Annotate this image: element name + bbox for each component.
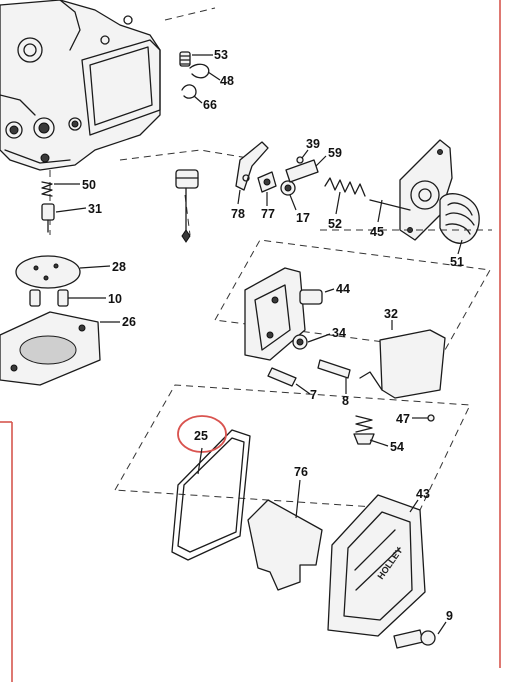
part-50-spring: [41, 181, 53, 197]
callout-50: 50: [82, 178, 96, 192]
guide-line-top-1: [119, 149, 261, 161]
callout-45: 45: [370, 225, 384, 239]
part-10-screw-right: [57, 289, 69, 307]
part-25-gasket: [171, 429, 251, 561]
part-39-pin: [296, 156, 304, 164]
part-48-clip: [189, 63, 210, 79]
part-53-screw: [179, 51, 191, 67]
callout-44: 44: [336, 282, 350, 296]
callout-54: 54: [390, 440, 404, 454]
part-31-valve: [41, 203, 55, 233]
part-17-screw: [280, 180, 296, 196]
callout-17: 17: [296, 211, 310, 225]
part-77-cam: [257, 171, 277, 193]
callout-53: 53: [214, 48, 228, 62]
callout-10: 10: [108, 292, 122, 306]
callout-66: 66: [203, 98, 217, 112]
part-66-clip: [181, 84, 197, 99]
callout-31: 31: [88, 202, 102, 216]
callout-26: 26: [122, 315, 136, 329]
part-28-diaphragm: [15, 255, 81, 289]
callout-77: 77: [261, 207, 275, 221]
guide-box-middle: [214, 239, 491, 351]
part-25-highlight-circle: [177, 415, 227, 453]
callout-39: 39: [306, 137, 320, 151]
part-51-boot: [439, 193, 480, 244]
callout-52: 52: [328, 217, 342, 231]
callout-76: 76: [294, 465, 308, 479]
part-78-lever: [235, 141, 269, 191]
callout-32: 32: [384, 307, 398, 321]
callout-labels: 53 48 66 39 59 78 77 17 52 45 51 50 31 2…: [82, 48, 464, 623]
part-26-gasket: [0, 311, 101, 386]
fuel-fitting: [175, 169, 199, 243]
part-32-float: [359, 329, 446, 399]
callout-78: 78: [231, 207, 245, 221]
part-47-ball: [427, 414, 435, 422]
leader-lines: [54, 54, 463, 635]
callout-28: 28: [112, 260, 126, 274]
part-44-fuel-bowl: [244, 267, 323, 361]
part-7-screw: [267, 367, 297, 387]
part-34-screw: [292, 334, 308, 350]
callout-47: 47: [396, 412, 410, 426]
part-8-needle: [317, 359, 351, 379]
part-54-spring: [353, 415, 375, 445]
part-52-spring: [324, 177, 366, 197]
part-76-baffle: [247, 499, 323, 591]
callout-59: 59: [328, 146, 342, 160]
part-59-sleeve: [285, 159, 319, 183]
callout-7: 7: [310, 388, 317, 402]
callout-51: 51: [450, 255, 464, 269]
callout-34: 34: [332, 326, 346, 340]
callout-43: 43: [416, 487, 430, 501]
callout-8: 8: [342, 394, 349, 408]
callout-48: 48: [220, 74, 234, 88]
callout-9: 9: [446, 609, 453, 623]
part-43-bowl-cover: HOLLEY: [327, 494, 426, 637]
guide-line-top-2: [164, 7, 216, 21]
part-9-screw: [393, 629, 436, 649]
part-10-screw-left: [29, 289, 41, 307]
callout-25: 25: [194, 429, 208, 443]
carburetor-body: [0, 0, 161, 171]
